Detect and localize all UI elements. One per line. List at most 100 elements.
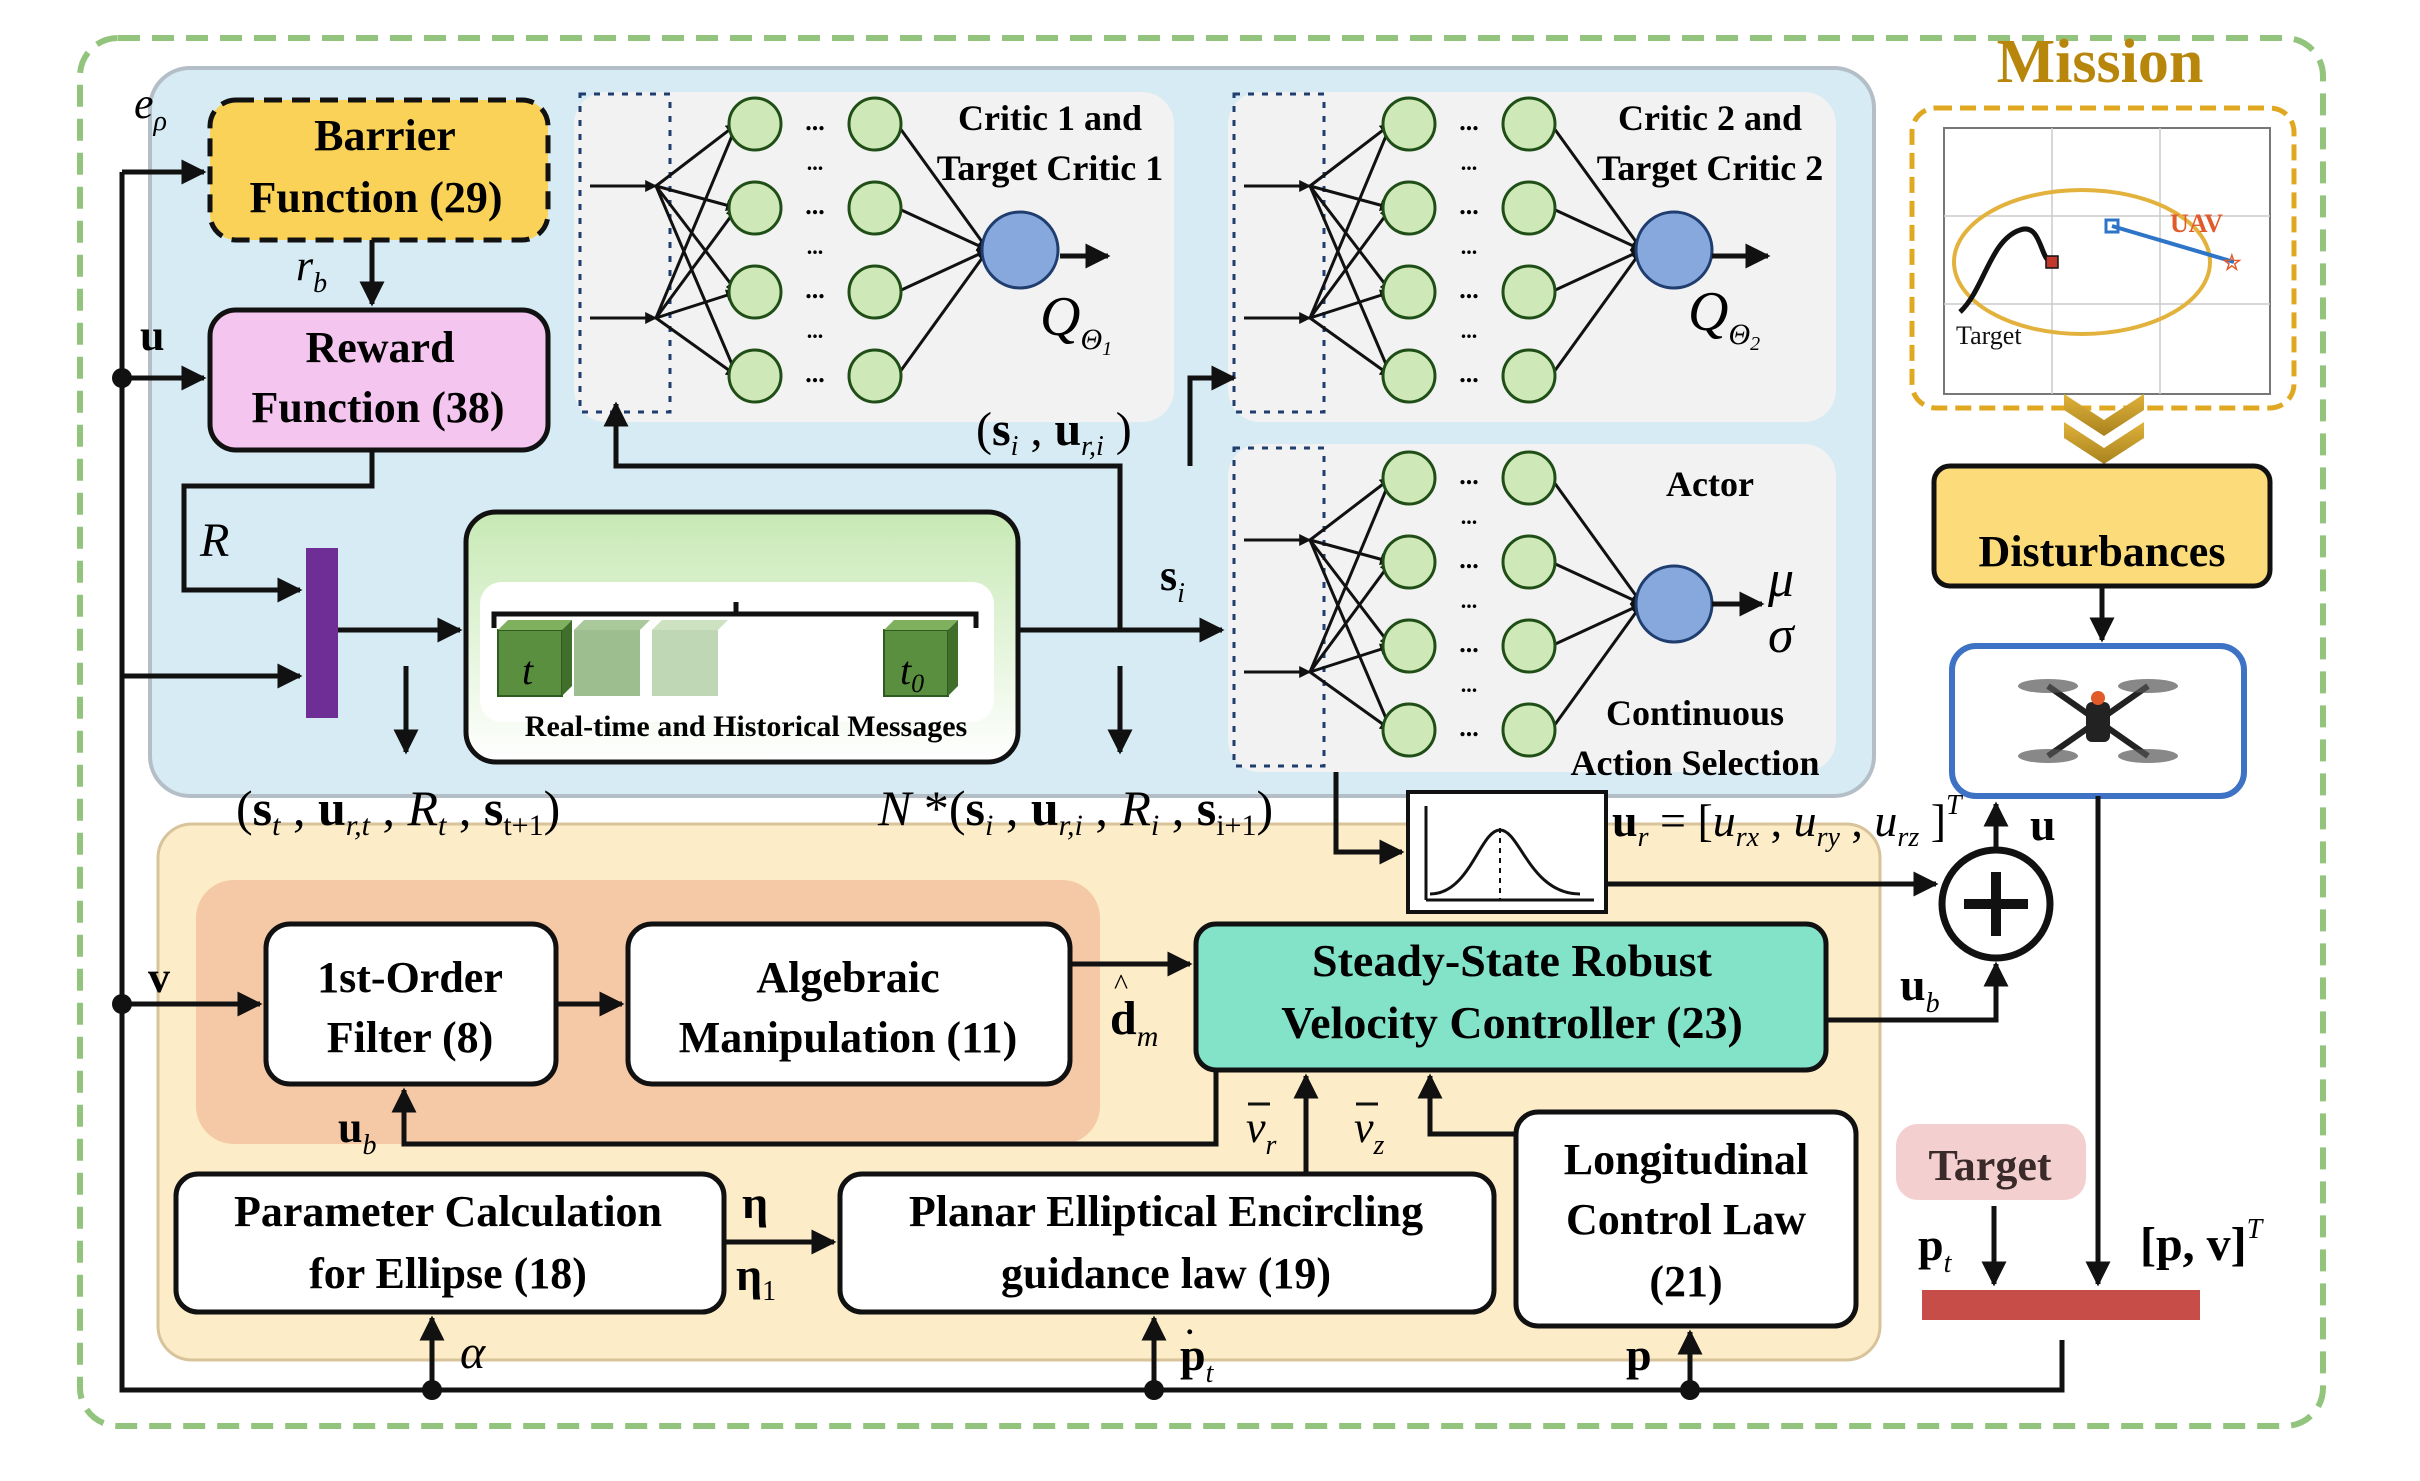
actor-ellipsis: ... (1461, 588, 1478, 613)
gaussian-axes (1424, 806, 1594, 902)
actor-caption-line2: Action Selection (1571, 743, 1820, 783)
junction-alpha (422, 1380, 442, 1400)
actor-edge (1309, 538, 1393, 565)
mission-plot-axes (1943, 127, 2271, 395)
eta1-label: η1 (736, 1249, 776, 1307)
critic1-title-line1: Critic 1 and (958, 98, 1142, 138)
algebraic-line2: Manipulation (11) (679, 1013, 1018, 1062)
target-bar (1922, 1290, 2200, 1320)
reward-function-box (207, 307, 551, 453)
ub-output-label: ub (1900, 959, 1940, 1019)
message-block-2 (574, 630, 640, 696)
critic2-ellipsis: ... (1459, 359, 1479, 388)
critic1-title-line2: Target Critic 1 (937, 148, 1164, 188)
reward-input-u: u (140, 311, 164, 360)
connections (119, 159, 2115, 1393)
actor-ellipsis: ... (1461, 504, 1478, 529)
message-block-2-top (574, 620, 650, 630)
critic2-edge (1549, 123, 1644, 251)
critic2-ellipsis: ... (1459, 275, 1479, 304)
actor-edge (1550, 602, 1644, 648)
message-block-3-top (652, 620, 728, 630)
planar-line1: Planar Elliptical Encircling (909, 1187, 1423, 1236)
plot-uav-label: UAV (2170, 209, 2223, 238)
actor-ellipsis: ... (1459, 713, 1479, 742)
critic1-ellipsis: ... (805, 107, 825, 136)
reward-line2: Function (38) (252, 383, 505, 432)
actor-panel (1228, 444, 1836, 772)
reward-to-mux (181, 450, 375, 603)
actor-edge (1309, 670, 1392, 732)
quadrotor-icon (2018, 679, 2178, 763)
steady-state-controller-box (1193, 921, 1829, 1073)
reward-output-label: R (199, 514, 229, 567)
actor-ellipsis: ... (1459, 461, 1479, 490)
actor-edge (1308, 539, 1393, 647)
critic2-title-line2: Target Critic 2 (1597, 148, 1824, 188)
critic2-ellipsis: ... (1459, 191, 1479, 220)
param-line1: Parameter Calculation (234, 1187, 662, 1236)
critic2-node (1501, 180, 1557, 236)
actor-edge (1308, 476, 1393, 673)
longitudinal-control-box (1513, 1109, 1859, 1329)
alpha-label: α (460, 1326, 486, 1379)
message-block-t-side (562, 620, 572, 696)
plot-target-label: Target (1956, 321, 2022, 350)
critic1-edge (654, 122, 739, 319)
actor-node (1381, 618, 1437, 674)
actor-node (1501, 702, 1557, 758)
actor-node (1381, 450, 1437, 506)
critic1-ellipsis: ... (807, 234, 824, 259)
barrier-output-label: rb (296, 241, 327, 299)
filter-line2: Filter (8) (327, 1013, 494, 1062)
critic1-ellipsis: ... (805, 191, 825, 220)
message-block-t0-side (948, 620, 958, 696)
mission-chevrons (2064, 394, 2144, 464)
critic2-node (1381, 180, 1437, 236)
state-mux (306, 548, 338, 718)
actor-output-node (1634, 564, 1714, 644)
critic2-node (1381, 264, 1437, 320)
chevron-2 (2064, 422, 2144, 464)
critic2-edge (1550, 206, 1644, 252)
actor-node (1381, 702, 1437, 758)
state-feedback-label: [p, v]T (2140, 1214, 2265, 1271)
algebraic-line1: Algebraic (756, 953, 939, 1002)
mission-title: Mission (1997, 28, 2204, 96)
message-block-t0 (883, 629, 949, 697)
actor-node (1501, 618, 1557, 674)
critic2-ellipsis: ... (1461, 150, 1478, 175)
critic2-node (1501, 348, 1557, 404)
critic1-ellipsis: ... (805, 275, 825, 304)
actor-node (1501, 450, 1557, 506)
critic2-edge (1308, 207, 1393, 319)
u-output-label: u (2030, 799, 2056, 850)
actor-node (1381, 534, 1437, 590)
critic2-edge (1309, 122, 1392, 188)
junction-pt-dot (1144, 1380, 1164, 1400)
actor-mu: μ (1767, 551, 1794, 608)
critic2-output-node (1634, 210, 1714, 290)
critic2-edge (1308, 122, 1393, 319)
barrier-function-box (207, 97, 551, 243)
actor-edge (1309, 643, 1393, 674)
critic1-edge (655, 184, 739, 211)
critic1-node (847, 264, 903, 320)
critic1-node (847, 348, 903, 404)
planar-line2: guidance law (19) (1001, 1249, 1331, 1298)
pt-dot-accent: . (1186, 1308, 1194, 1341)
critic1-edge (895, 249, 990, 377)
critic2-edge (1308, 185, 1393, 293)
critic1-node (727, 348, 783, 404)
actor-edge (1308, 539, 1393, 732)
steady-line1: Steady-State Robust (1312, 935, 1713, 986)
barrier-input-label: eρ (134, 79, 167, 137)
critic1-edge (655, 289, 739, 320)
actor-to-gaussian (1333, 772, 1405, 865)
critic1-node (727, 180, 783, 236)
critic1-edge (655, 316, 738, 378)
junction-dots (112, 368, 1700, 1400)
critic2-ellipsis: ... (1461, 234, 1478, 259)
actor-ellipsis: ... (1459, 629, 1479, 658)
